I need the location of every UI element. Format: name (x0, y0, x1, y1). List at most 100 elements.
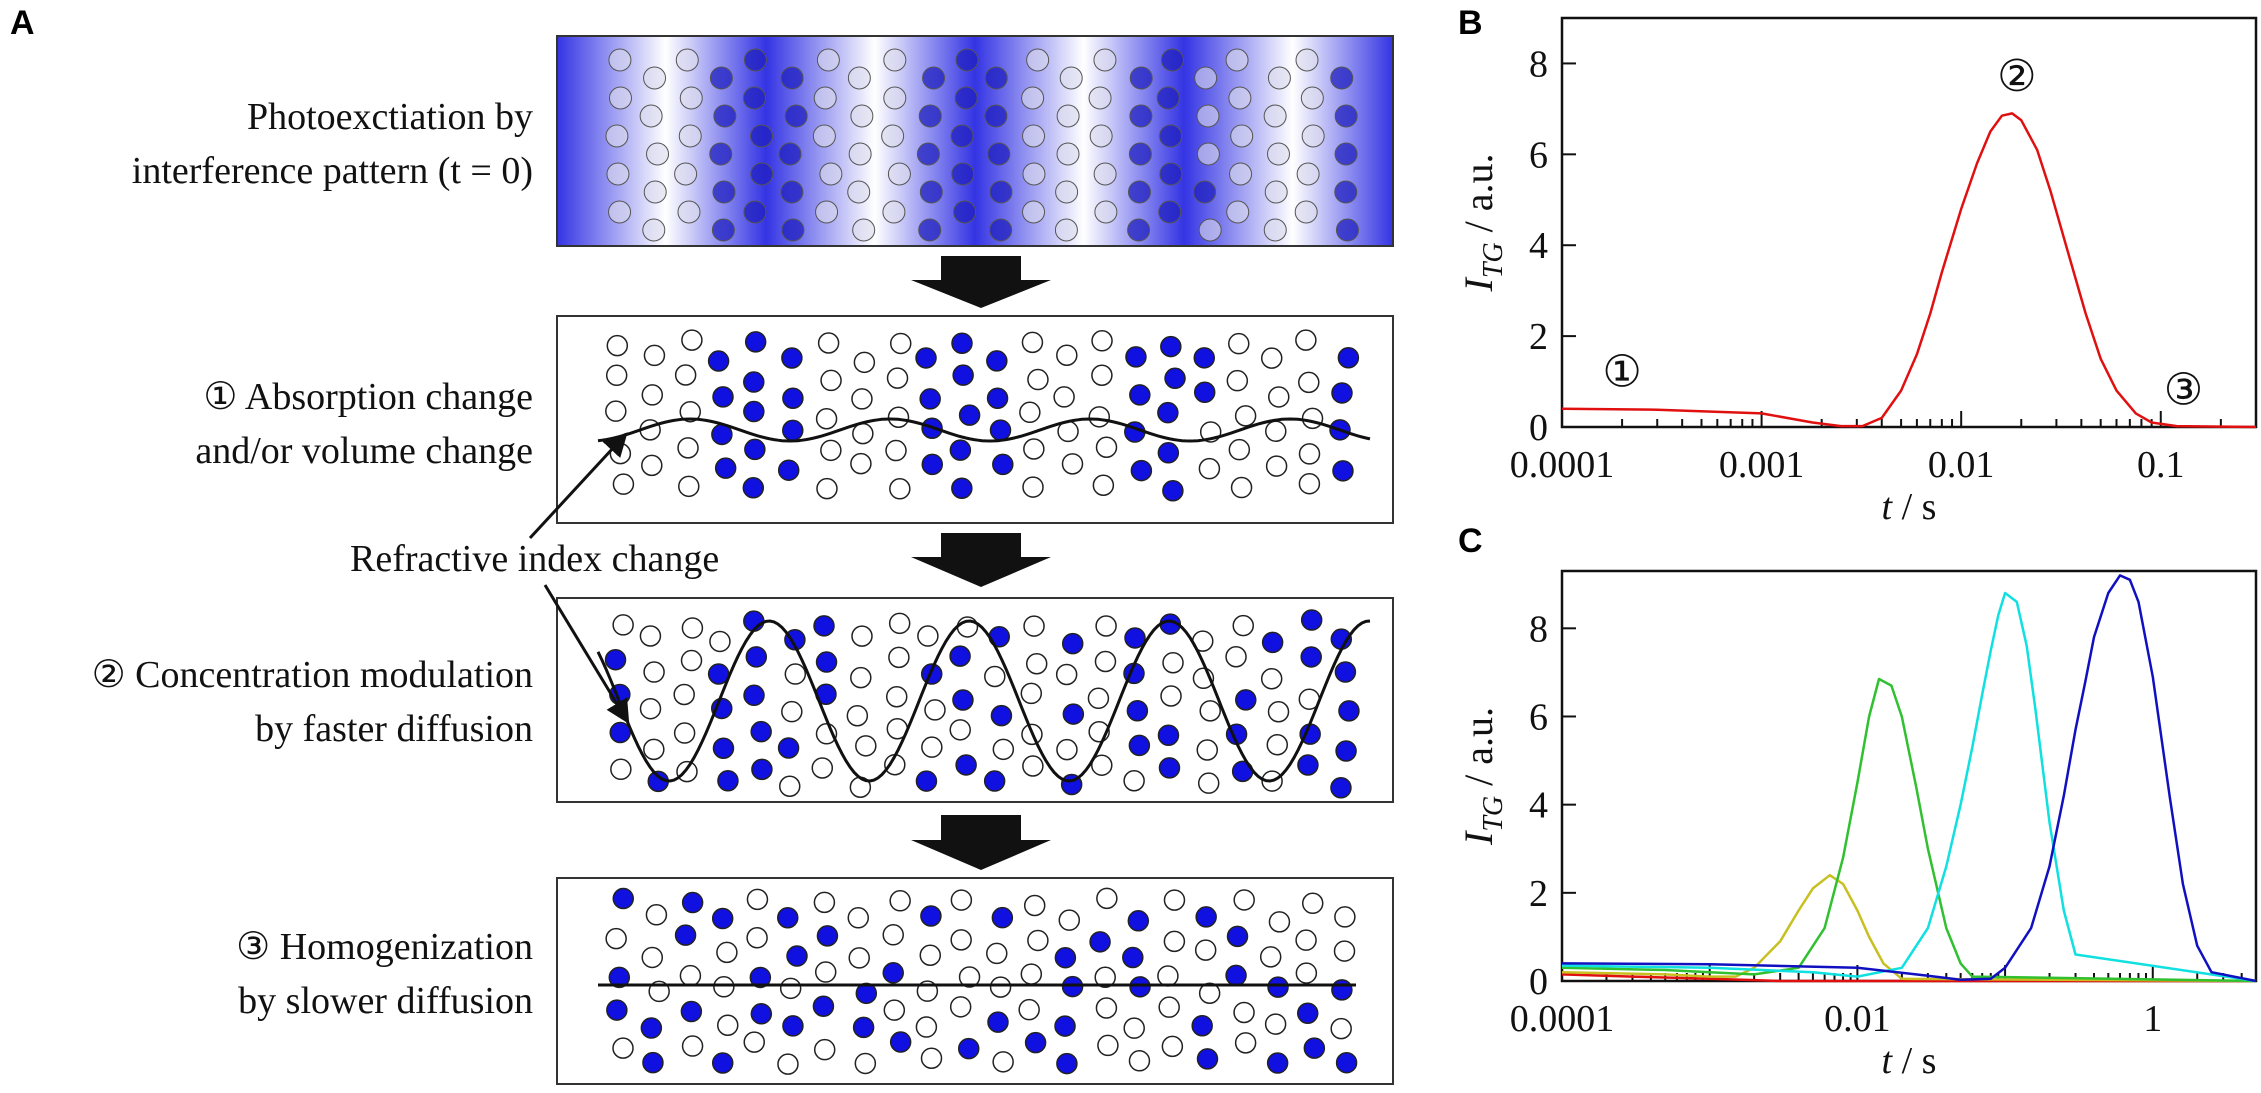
excited-molecule (1125, 346, 1147, 368)
ground-molecule (1061, 453, 1084, 475)
ground-molecule (1027, 368, 1049, 391)
ground-molecule (679, 964, 702, 987)
step-1-line1: ① Absorption change (203, 376, 533, 418)
excited-molecule (1122, 946, 1144, 969)
ground-molecule (606, 334, 629, 357)
molecule (1159, 124, 1183, 148)
ground-molecule (1226, 369, 1249, 392)
excited-molecule (1158, 757, 1181, 779)
molecule (642, 218, 666, 242)
excited-molecule (1164, 367, 1186, 390)
excited-molecule (674, 924, 697, 946)
ground-molecule (645, 904, 668, 926)
ground-molecule (883, 999, 906, 1021)
ground-molecule (1128, 1050, 1151, 1072)
ground-molecule (1199, 700, 1221, 722)
molecule (1088, 86, 1112, 110)
ground-molecule (1095, 615, 1117, 637)
molecule (784, 104, 808, 128)
molecule (1160, 48, 1184, 72)
ground-molecule (852, 422, 874, 445)
excited-molecule (743, 371, 765, 393)
molecule (916, 142, 940, 166)
step-0-caption: Photoexctiation by interference pattern … (132, 90, 533, 198)
ground-molecule (681, 329, 703, 351)
excited-molecule (1334, 661, 1357, 683)
phase-marker-1: ① (1602, 346, 1641, 397)
excited-molecule (1054, 1015, 1076, 1037)
molecule (954, 86, 978, 110)
ground-molecule (915, 1016, 938, 1038)
molecule (989, 180, 1013, 204)
ground-molecule (853, 351, 876, 374)
molecule (1158, 200, 1182, 224)
ground-molecule (888, 612, 911, 635)
molecule (743, 200, 767, 224)
excited-molecule (813, 615, 835, 637)
excited-molecule (781, 347, 803, 369)
molecule (1229, 162, 1253, 186)
y-tick-label: 0 (1529, 407, 1548, 449)
ground-molecule (679, 400, 701, 423)
ground-molecule (746, 888, 769, 911)
molecule (679, 86, 703, 110)
molecules-step-3 (605, 887, 1358, 1075)
ground-molecule (924, 699, 946, 721)
excited-molecule (1128, 734, 1151, 757)
series-line-0 (1561, 973, 2256, 983)
molecule (1194, 66, 1218, 90)
ground-molecule (1196, 739, 1219, 761)
molecule (709, 142, 733, 166)
molecule (847, 66, 871, 90)
molecule (989, 218, 1013, 242)
ground-molecule (1018, 998, 1040, 1021)
ground-molecule (851, 388, 873, 410)
ground-molecule (605, 364, 628, 387)
excited-molecule (711, 1052, 734, 1074)
phase-marker-2: ② (1997, 51, 2036, 102)
molecule (675, 48, 699, 72)
excited-molecule (1261, 631, 1284, 654)
ground-molecule (820, 439, 842, 462)
ground-molecule (1157, 965, 1179, 987)
molecule (1196, 104, 1220, 128)
molecule (1054, 218, 1078, 242)
panel-letter-c: C (1458, 522, 1483, 560)
ground-molecule (643, 738, 665, 761)
molecules-excitation (605, 48, 1359, 242)
ground-molecule (949, 996, 972, 1018)
molecule (1127, 180, 1151, 204)
excited-molecule (1266, 1052, 1289, 1074)
ground-molecule (678, 475, 700, 498)
ground-molecule (1162, 651, 1184, 674)
ground-molecule (889, 890, 911, 912)
excited-molecule (612, 887, 635, 910)
excited-molecule (782, 387, 804, 409)
molecule (1267, 66, 1291, 90)
molecule (1193, 180, 1217, 204)
ground-molecule (1266, 734, 1289, 756)
y-tick-label: 6 (1529, 696, 1548, 738)
ground-molecule (673, 683, 695, 706)
ground-molecule (743, 1031, 765, 1053)
molecule (713, 104, 737, 128)
ground-molecule (855, 735, 877, 757)
excited-molecule (742, 477, 765, 499)
ground-molecule (1298, 472, 1321, 495)
excited-molecule (750, 1003, 773, 1025)
ground-molecule (848, 947, 870, 969)
plot-frame (1560, 569, 2258, 983)
ground-molecule (1198, 982, 1221, 1005)
series-line-2 (1561, 677, 2257, 983)
molecule (950, 124, 974, 148)
ground-molecule (1096, 887, 1118, 910)
ground-molecule (1225, 646, 1247, 668)
molecule (711, 218, 735, 242)
ground-molecule (885, 685, 908, 708)
molecule (813, 86, 837, 110)
excited-molecule (1335, 1051, 1358, 1074)
molecule (852, 218, 876, 242)
ground-molecule (949, 719, 971, 741)
ground-molecule (851, 625, 873, 647)
molecule (1264, 180, 1288, 204)
